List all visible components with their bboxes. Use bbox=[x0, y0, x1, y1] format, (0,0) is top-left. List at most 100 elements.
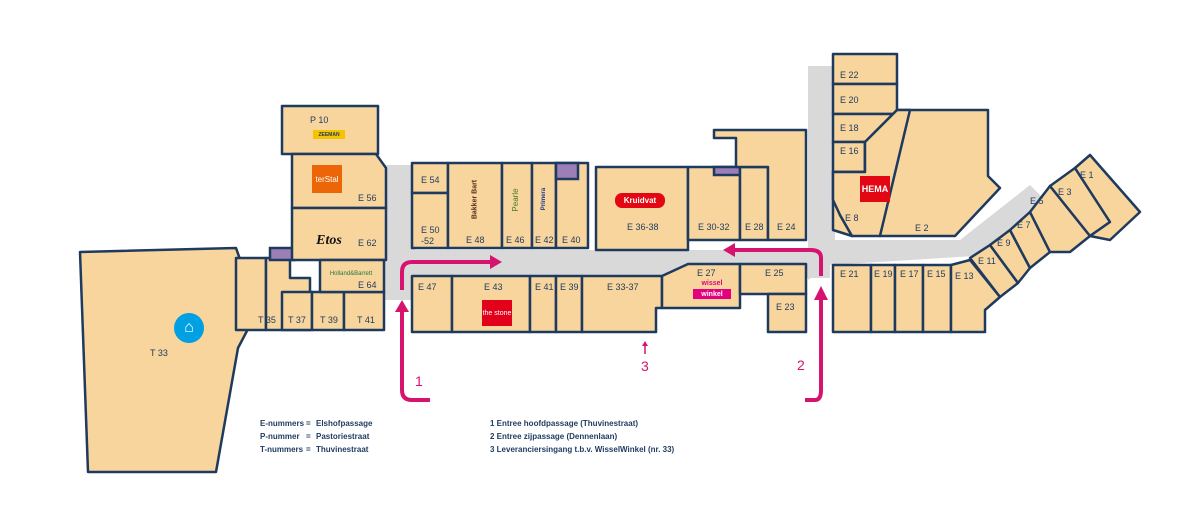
entrance-2-number: 2 bbox=[797, 357, 805, 373]
unit-e2 bbox=[878, 108, 1002, 238]
label-e62: E 62 bbox=[358, 238, 377, 248]
unit-e64 bbox=[318, 258, 386, 294]
wisselwinkel-logo-top: wissel bbox=[701, 280, 723, 287]
label-e27: E 27 bbox=[697, 268, 716, 278]
utility-block-north bbox=[554, 161, 580, 181]
label-p10: P 10 bbox=[310, 115, 329, 125]
label-t33: T 33 bbox=[150, 348, 168, 358]
unit-e25 bbox=[738, 262, 808, 296]
unit-e1 bbox=[1073, 153, 1142, 242]
label-e18: E 18 bbox=[840, 123, 859, 133]
label-e41: E 41 bbox=[535, 282, 554, 292]
unit-e24 bbox=[712, 128, 808, 242]
label-e42: E 42 bbox=[535, 235, 554, 245]
label-e17: E 17 bbox=[900, 269, 919, 279]
label-e20: E 20 bbox=[840, 95, 859, 105]
legend-value-t: Thuvinestraat bbox=[316, 445, 369, 454]
label-e56: E 56 bbox=[358, 193, 377, 203]
arrow-entrance-2-head bbox=[814, 286, 828, 300]
zeeman-logo: ZEEMAN bbox=[313, 130, 345, 139]
label-e64: E 64 bbox=[358, 280, 377, 290]
unit-e5 bbox=[1028, 184, 1092, 254]
legend-value-e: Elshofpassage bbox=[316, 419, 373, 428]
label-e15: E 15 bbox=[927, 269, 946, 279]
label-e36-38: E 36-38 bbox=[627, 222, 659, 232]
label-e23: E 23 bbox=[776, 302, 795, 312]
arrow-main-west-head bbox=[723, 243, 735, 257]
label-e22: E 22 bbox=[840, 70, 859, 80]
legend-key-e: E-nummers bbox=[260, 419, 305, 428]
label-t35: T 35 bbox=[258, 315, 276, 325]
unit-e23 bbox=[766, 292, 808, 334]
label-e24: E 24 bbox=[777, 222, 796, 232]
wisselwinkel-logo-bottom: winkel bbox=[693, 289, 731, 299]
label-e21: E 21 bbox=[840, 269, 859, 279]
label-e2: E 2 bbox=[915, 223, 929, 233]
label-e47: E 47 bbox=[418, 282, 437, 292]
label-e8: E 8 bbox=[845, 213, 859, 223]
unit-e50 bbox=[410, 191, 450, 250]
arrow-entrance-2 bbox=[805, 300, 823, 402]
etos-logo: Etos bbox=[316, 233, 342, 248]
holland-barrett-logo: Holland&Barrett bbox=[329, 271, 373, 277]
legend-eq-t: = bbox=[306, 445, 311, 454]
label-e33-37: E 33-37 bbox=[607, 282, 639, 292]
albert-heijn-icon: ⌂ bbox=[174, 313, 204, 343]
arrow-main-west bbox=[735, 248, 823, 276]
unit-e48 bbox=[446, 161, 504, 250]
terstal-logo: terStal bbox=[312, 165, 342, 193]
label-e25: E 25 bbox=[765, 268, 784, 278]
label-e5: E 5 bbox=[1030, 196, 1044, 206]
label-e50-52: -52 bbox=[421, 236, 435, 246]
arrow-entrance-3-head bbox=[642, 341, 648, 346]
unit-t39 bbox=[310, 290, 346, 332]
label-e11: E 11 bbox=[978, 256, 996, 266]
unit-e8 bbox=[831, 108, 912, 238]
entrance-3-number: 3 bbox=[641, 358, 649, 374]
label-e54: E 54 bbox=[421, 175, 440, 185]
unit-e41 bbox=[528, 274, 558, 334]
arrow-main-east bbox=[400, 260, 490, 290]
label-t41: T 41 bbox=[357, 315, 375, 325]
label-e19: E 19 bbox=[874, 269, 893, 279]
label-e7: E 7 bbox=[1017, 220, 1031, 230]
legend-entrance-1: 1 Entree hoofdpassage (Thuvinestraat) bbox=[490, 419, 639, 428]
bakker-bart-logo: Bakker Bart bbox=[471, 179, 479, 220]
legend-eq-p: = bbox=[306, 432, 311, 441]
primera-logo: Primera bbox=[541, 187, 547, 211]
utility-block-west bbox=[268, 246, 296, 262]
unit-t37 bbox=[280, 290, 314, 332]
label-t37: T 37 bbox=[288, 315, 306, 325]
label-e28: E 28 bbox=[745, 222, 764, 232]
legend-key-p: P-nummer bbox=[260, 432, 300, 441]
hema-logo: HEMA bbox=[860, 176, 890, 202]
label-e9: E 9 bbox=[997, 238, 1011, 248]
legend-eq-e: = bbox=[306, 419, 311, 428]
unit-t41 bbox=[342, 290, 386, 332]
label-e3: E 3 bbox=[1058, 187, 1072, 197]
arrow-entrance-1-head bbox=[395, 300, 409, 312]
unit-e54 bbox=[410, 161, 450, 195]
label-e43: E 43 bbox=[484, 282, 503, 292]
unit-e62 bbox=[290, 206, 388, 262]
entrance-1-number: 1 bbox=[415, 373, 423, 389]
pearle-logo: Pearle bbox=[510, 188, 520, 212]
unit-e47 bbox=[410, 274, 454, 334]
label-e50: E 50 bbox=[421, 225, 440, 235]
label-e39: E 39 bbox=[560, 282, 579, 292]
label-e46: E 46 bbox=[506, 235, 525, 245]
label-e40: E 40 bbox=[562, 235, 581, 245]
arrow-main-east-head bbox=[490, 255, 502, 269]
kruidvat-logo: Kruidvat bbox=[615, 193, 665, 208]
legend-entrance-2: 2 Entree zijpassage (Dennenlaan) bbox=[490, 432, 618, 441]
corridor-east bbox=[808, 66, 1045, 280]
unit-e17 bbox=[893, 263, 925, 334]
legend-entrance-3: 3 Leveranciersingang t.b.v. WisselWinkel… bbox=[490, 445, 675, 454]
label-e13: E 13 bbox=[955, 271, 974, 281]
legend-key-t: T-nummers bbox=[260, 445, 304, 454]
thestone-logo: the stone bbox=[482, 300, 512, 326]
label-e1: E 1 bbox=[1080, 170, 1094, 180]
label-t39: T 39 bbox=[320, 315, 338, 325]
